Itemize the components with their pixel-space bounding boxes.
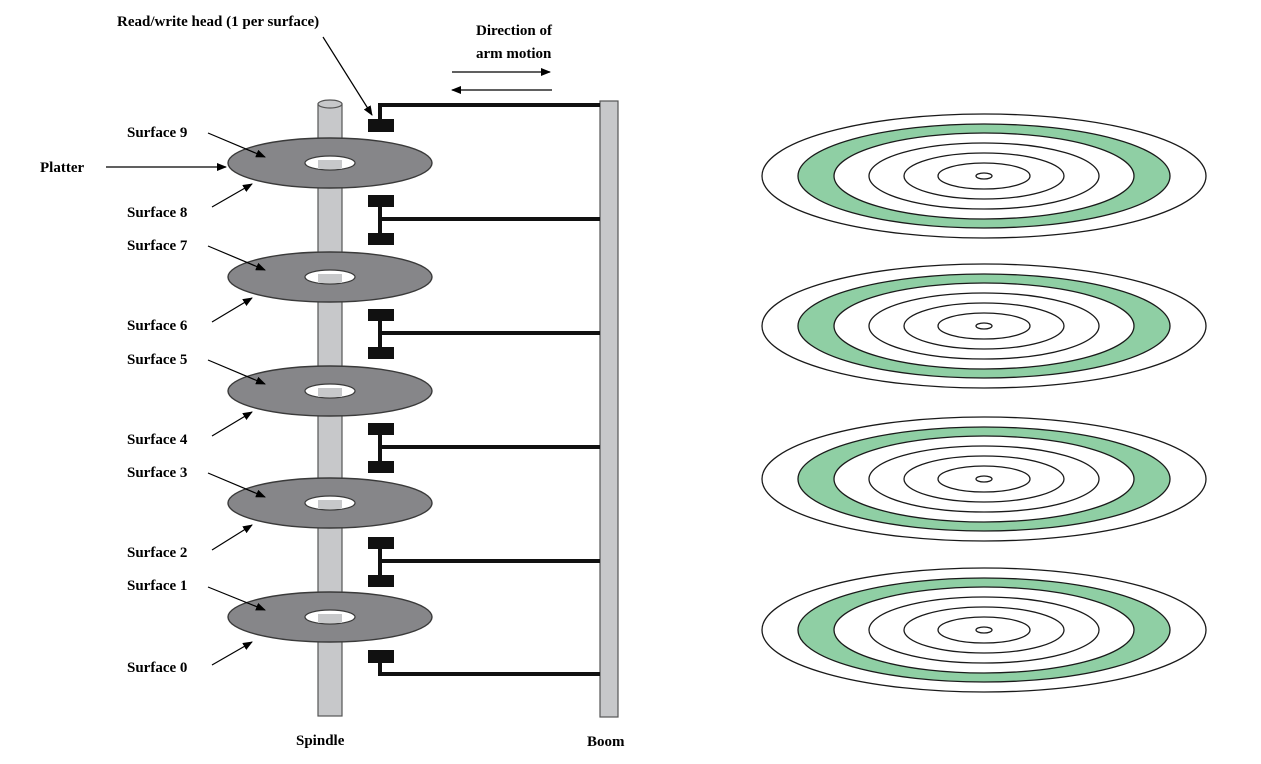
leader-lines xyxy=(106,36,552,666)
track-disk xyxy=(761,567,1207,693)
surface-label: Surface 0 xyxy=(127,660,187,676)
read-write-head xyxy=(368,195,394,207)
surface-label: Surface 1 xyxy=(127,578,187,594)
track-disk xyxy=(761,263,1207,389)
surface-label: Surface 3 xyxy=(127,465,187,481)
arm-3 xyxy=(378,428,600,466)
track-disk xyxy=(761,113,1207,239)
platter xyxy=(227,365,433,417)
direction-label-line1: Direction of xyxy=(476,23,553,39)
spindle-label: Spindle xyxy=(296,733,345,749)
read-write-head xyxy=(368,423,394,435)
platter xyxy=(227,477,433,529)
arm-bottom xyxy=(378,655,600,676)
surface-label: Surface 5 xyxy=(127,352,187,368)
read-write-head xyxy=(368,575,394,587)
arm-top xyxy=(378,103,600,126)
boom-label: Boom xyxy=(587,734,625,750)
boom xyxy=(599,100,619,718)
surface-label: Surface 7 xyxy=(127,238,188,254)
surface-label: Surface 2 xyxy=(127,545,187,561)
read-write-head-label: Read/write head (1 per surface) xyxy=(117,14,319,30)
surface-label: Surface 6 xyxy=(127,318,188,334)
read-write-head xyxy=(368,650,394,663)
surface-label: Surface 8 xyxy=(127,205,187,221)
arm-4 xyxy=(378,542,600,580)
platters xyxy=(227,137,433,643)
platter xyxy=(227,137,433,189)
read-write-head xyxy=(368,537,394,549)
track-disks xyxy=(761,113,1207,693)
read-write-head xyxy=(368,347,394,359)
platter xyxy=(227,591,433,643)
actuator-arms xyxy=(368,103,600,676)
spindle-top xyxy=(317,99,343,109)
read-write-head xyxy=(368,309,394,321)
surface-label: Surface 9 xyxy=(127,125,187,141)
read-write-head xyxy=(368,461,394,473)
platter xyxy=(227,251,433,303)
platter-label: Platter xyxy=(40,160,84,176)
read-write-head xyxy=(368,119,394,132)
surface-label: Surface 4 xyxy=(127,432,188,448)
direction-label-line2: arm motion xyxy=(476,46,552,62)
arm-1 xyxy=(378,200,600,238)
disk-assembly: Read/write head (1 per surface) Directio… xyxy=(40,14,625,750)
arm-2 xyxy=(378,314,600,352)
track-disk xyxy=(761,416,1207,542)
read-write-head xyxy=(368,233,394,245)
